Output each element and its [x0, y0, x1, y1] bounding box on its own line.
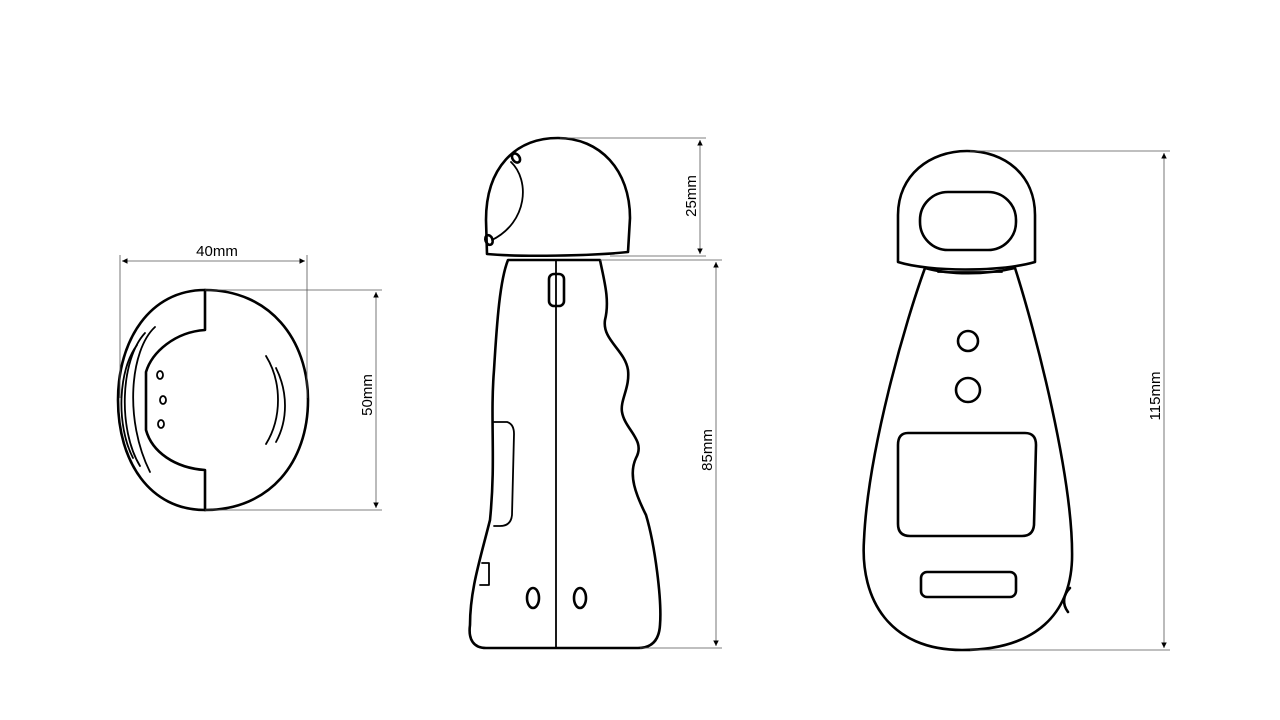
front-view-cap-window	[918, 190, 1018, 252]
side-view-foot-hole	[572, 586, 588, 610]
dim-label-50mm: 50mm	[359, 374, 376, 416]
side-view-slot	[547, 272, 566, 308]
side-view-side-switch	[479, 562, 490, 586]
front-view-display	[896, 431, 1038, 538]
side-view-cap-arc	[491, 161, 524, 241]
dim-label-25mm: 25mm	[683, 175, 700, 217]
dim-label-40mm: 40mm	[196, 243, 238, 260]
top-view-grip-ridge	[120, 344, 138, 459]
dim-label-115mm: 115mm	[1147, 372, 1164, 421]
side-view-cap-button	[510, 152, 522, 164]
side-view-body	[468, 258, 662, 650]
top-view-hole	[157, 419, 165, 429]
side-view-foot-hole	[525, 586, 541, 610]
side-view: 25mm 85mm	[468, 136, 722, 650]
top-view: 40mm 50mm	[116, 243, 382, 512]
top-view-groove	[265, 355, 279, 445]
front-view-button	[954, 376, 982, 404]
top-view-grip-ridge	[132, 326, 156, 473]
side-view-side-button	[493, 421, 515, 527]
front-view-button	[956, 329, 980, 353]
side-view-cap-button	[483, 233, 495, 247]
front-view-side-port	[1062, 586, 1072, 614]
top-view-inner-notch	[144, 288, 207, 512]
top-view-grip-ridge	[123, 332, 146, 467]
front-view-slot	[919, 570, 1018, 599]
front-view-body	[862, 266, 1074, 652]
front-view: 115mm	[862, 149, 1170, 652]
front-view-cap	[896, 149, 1037, 271]
side-view-cap	[484, 136, 632, 258]
top-view-groove	[275, 367, 286, 443]
top-view-hole	[156, 370, 164, 380]
dim-label-85mm: 85mm	[699, 429, 716, 471]
top-view-hole	[159, 395, 167, 405]
